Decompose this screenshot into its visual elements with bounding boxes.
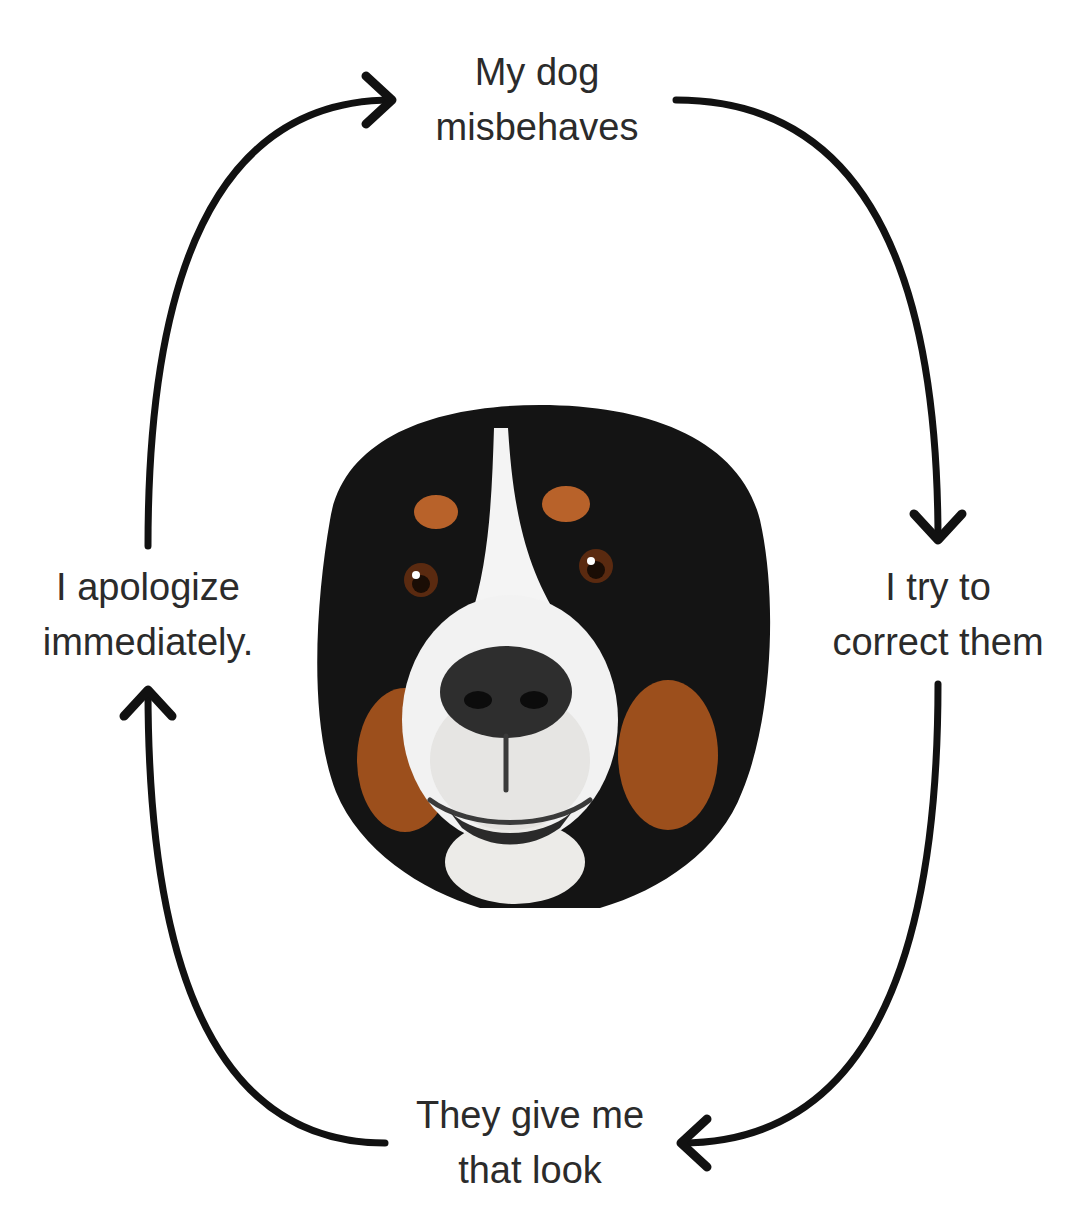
cycle-arrow bbox=[148, 100, 392, 546]
cycle-step: I apologize immediately. bbox=[26, 560, 270, 670]
cycle-step: My dog misbehaves bbox=[412, 45, 662, 155]
step-label: My dog misbehaves bbox=[412, 45, 662, 155]
cycle-arrow bbox=[681, 684, 938, 1143]
step-label: I apologize immediately. bbox=[26, 560, 270, 670]
cycle-arrow bbox=[676, 100, 938, 540]
cycle-arrow bbox=[148, 690, 385, 1143]
cycle-step: I try to correct them bbox=[824, 560, 1052, 670]
step-label: I try to correct them bbox=[824, 560, 1052, 670]
dog-head bbox=[317, 405, 770, 908]
cycle-step: They give me that look bbox=[399, 1088, 661, 1198]
step-label: They give me that look bbox=[399, 1088, 661, 1198]
